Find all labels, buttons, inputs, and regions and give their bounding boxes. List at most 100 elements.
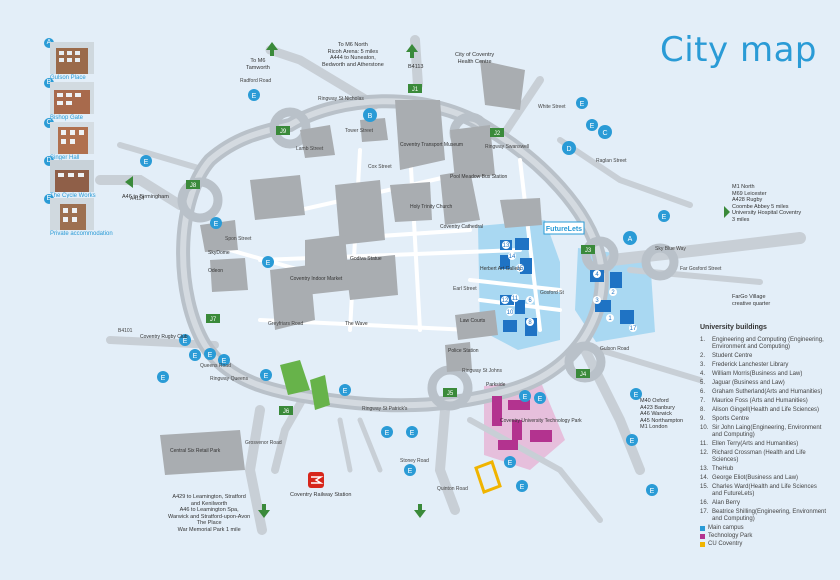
svg-text:Godiva Statue: Godiva Statue: [350, 256, 382, 262]
svg-text:E: E: [183, 338, 188, 345]
building-photo-icon: [50, 42, 94, 74]
page-title: City map: [660, 30, 817, 70]
svg-text:SkyDome: SkyDome: [208, 250, 230, 256]
svg-text:Ringway St Johns: Ringway St Johns: [462, 368, 503, 374]
svg-text:Holy Trinity Church: Holy Trinity Church: [410, 204, 452, 210]
svg-text:Earl Street: Earl Street: [453, 286, 477, 292]
svg-text:6: 6: [528, 298, 532, 304]
svg-text:Pool Meadow Bus Station: Pool Meadow Bus Station: [450, 174, 507, 180]
svg-text:E: E: [590, 123, 595, 130]
legend-item: 7.Maurice Foss (Arts and Humanities): [700, 398, 808, 404]
svg-text:E: E: [161, 375, 166, 382]
junction-label: J7: [210, 317, 217, 323]
legend-item: 5.Jaguar (Business and Law): [700, 380, 785, 386]
svg-text:11: 11: [512, 296, 519, 302]
svg-text:E: E: [343, 388, 348, 395]
svg-text:E: E: [193, 353, 198, 360]
svg-text:C: C: [602, 130, 607, 137]
svg-text:B4101: B4101: [118, 328, 133, 334]
accommodation-item-a[interactable]: A Gulson Place: [44, 38, 130, 84]
legend-item: 12.Richard Crossman (Health and Life Sci…: [700, 450, 806, 463]
legend-list: 1.Engineering and Computing (Engineering…: [700, 337, 828, 523]
svg-text:Spon Street: Spon Street: [225, 236, 252, 242]
svg-text:E: E: [385, 430, 390, 437]
direction-arrows: [125, 42, 730, 518]
accommodation-markers: A B C D E E E E E E E E E E E E E E E E …: [140, 89, 670, 496]
junction-label: J9: [280, 129, 287, 135]
svg-text:E: E: [538, 396, 543, 403]
city-blocks: [160, 60, 542, 475]
svg-text:Coventry Rugby Club: Coventry Rugby Club: [140, 334, 188, 340]
svg-text:E: E: [214, 221, 219, 228]
svg-text:Ringway St Patrick's: Ringway St Patrick's: [362, 406, 408, 412]
legend-item: 10.Sir John Laing(Engineering, Environme…: [700, 425, 822, 438]
building-photo-icon: [50, 122, 94, 154]
junction-label: J3: [585, 248, 592, 254]
svg-text:Gulson Road: Gulson Road: [600, 346, 629, 352]
legend-item: 14.George Eliot(Business and Law): [700, 475, 799, 481]
svg-text:2: 2: [611, 290, 615, 296]
accommodation-name: The Cycle Works: [50, 193, 96, 199]
svg-text:E: E: [222, 358, 227, 365]
parks: [280, 360, 330, 410]
svg-text:White Street: White Street: [538, 104, 566, 110]
svg-text:Queens Road: Queens Road: [200, 363, 231, 369]
legend-item: 1.Engineering and Computing (Engineering…: [700, 337, 824, 350]
building-numbers: 13 14 15 12 11 10 6 8 4 3 2 17 1: [501, 241, 637, 332]
legend-key-main-campus: Main campus: [700, 525, 828, 531]
street-labels: Radford Road Ringway St Nicholas Tower S…: [118, 78, 722, 492]
svg-text:A4114: A4114: [130, 196, 144, 202]
legend-item: 4.William Morris(Business and Law): [700, 371, 803, 377]
inner-streets: [228, 148, 562, 332]
svg-text:Police Station: Police Station: [448, 348, 479, 354]
techpark-buildings: [492, 396, 552, 450]
svg-text:E: E: [208, 352, 213, 359]
svg-text:Central Six Retail Park: Central Six Retail Park: [170, 448, 221, 454]
svg-text:Coventry Indoor Market: Coventry Indoor Market: [290, 276, 343, 282]
direction-north-mid: To M6 North Ricoh Arena: 5 miles A444 to…: [322, 42, 384, 68]
place-labels: SkyDome Odeon Coventry Transport Museum …: [140, 142, 582, 454]
svg-text:Grosvenor Road: Grosvenor Road: [245, 440, 282, 446]
svg-text:D: D: [566, 146, 571, 153]
svg-text:10: 10: [507, 310, 514, 316]
accommodation-item-d[interactable]: D The Cycle Works: [44, 156, 130, 202]
badge-letter: E: [44, 194, 54, 204]
svg-text:Stoney Road: Stoney Road: [400, 458, 429, 464]
svg-text:Far Gosford Street: Far Gosford Street: [680, 266, 722, 272]
svg-text:12: 12: [502, 298, 509, 304]
svg-text:B: B: [368, 113, 373, 120]
junction-label: J5: [447, 391, 454, 397]
legend-item: 16.Alan Berry: [700, 500, 741, 506]
junction-label: J2: [494, 131, 501, 137]
radial-roads: [95, 35, 806, 535]
accommodation-name: Gulson Place: [50, 75, 86, 81]
svg-text:Odeon: Odeon: [208, 268, 223, 274]
fargo-village-label: FarGo Village creative quarter: [732, 294, 771, 307]
svg-text:E: E: [508, 460, 513, 467]
svg-text:E: E: [523, 394, 528, 401]
accommodation-item-c[interactable]: C Singer Hall: [44, 118, 130, 164]
svg-text:FutureLets: FutureLets: [546, 226, 582, 233]
legend-item: 8.Alison Gingell(Health and Life Science…: [700, 407, 820, 413]
svg-text:E: E: [650, 488, 655, 495]
svg-text:E: E: [662, 214, 667, 221]
legend-title: University buildings: [700, 324, 767, 331]
svg-text:E: E: [408, 468, 413, 475]
svg-text:Ringway St Nicholas: Ringway St Nicholas: [318, 96, 364, 102]
svg-text:Lamb Street: Lamb Street: [296, 146, 324, 152]
svg-text:E: E: [580, 101, 585, 108]
svg-text:E: E: [520, 484, 525, 491]
svg-text:Parkside: Parkside: [486, 382, 506, 388]
accommodation-item-e[interactable]: E Private accommodation: [44, 194, 130, 240]
svg-text:A: A: [628, 236, 633, 243]
accommodation-item-b[interactable]: B Bishop Gate: [44, 78, 130, 124]
svg-text:14: 14: [509, 254, 516, 260]
legend-item: 17.Beatrice Shilling(Engineering, Enviro…: [700, 509, 827, 522]
direction-north-right: B4113: [408, 64, 424, 70]
svg-text:Coventry Cathedral: Coventry Cathedral: [440, 224, 483, 230]
svg-text:E: E: [144, 159, 149, 166]
cu-coventry: [474, 460, 502, 494]
railway-station-icon: [308, 472, 324, 488]
badge-letter: C: [44, 118, 54, 128]
